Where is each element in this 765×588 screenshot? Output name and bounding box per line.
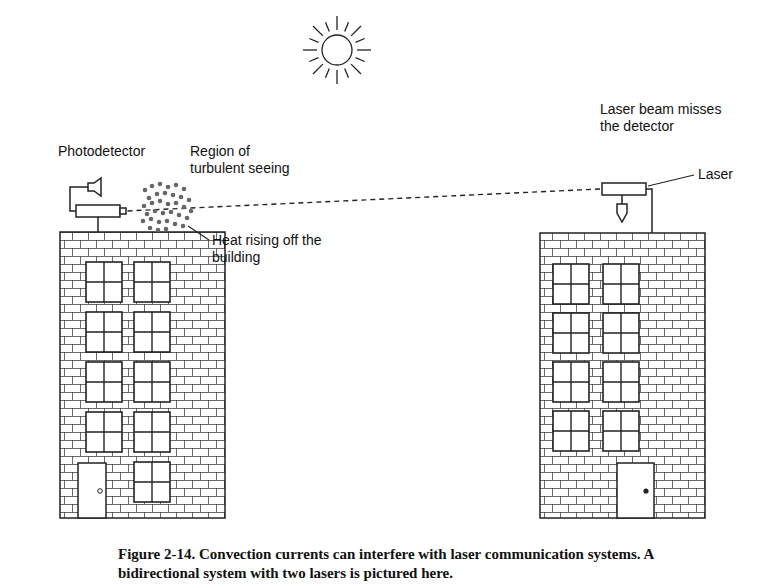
leader-line <box>188 226 209 240</box>
detector-wire <box>70 187 88 211</box>
window <box>134 362 170 402</box>
laser-nozzle <box>120 208 126 214</box>
window <box>134 262 170 302</box>
window <box>603 264 639 304</box>
window <box>603 362 639 402</box>
laser-body <box>602 183 646 195</box>
laser-mount <box>97 217 99 232</box>
door-knob <box>643 488 648 493</box>
laser-beam <box>126 189 600 211</box>
window <box>86 362 122 402</box>
window <box>553 313 589 353</box>
window <box>134 312 170 352</box>
left-building <box>60 232 225 518</box>
window <box>134 462 170 502</box>
window <box>86 312 122 352</box>
brick-wall <box>60 232 225 518</box>
window <box>553 362 589 402</box>
region-label: Region of turbulent seeing <box>190 143 302 177</box>
component-label: Laser <box>698 166 733 183</box>
window <box>603 313 639 353</box>
leader-line <box>648 175 694 186</box>
window <box>553 411 589 451</box>
window <box>134 412 170 452</box>
window <box>553 264 589 304</box>
sun <box>303 16 371 84</box>
window <box>86 262 122 302</box>
annotation-label: Laser beam misses the detector <box>600 101 732 135</box>
door <box>78 463 106 518</box>
right-building <box>540 233 705 518</box>
component-label: Photodetector <box>58 143 145 160</box>
window <box>603 411 639 451</box>
annotation-label: Heat rising off the building <box>212 232 324 266</box>
door-knob <box>98 489 103 494</box>
laser-mount <box>646 189 652 233</box>
door <box>617 463 654 518</box>
photodetector-symbol <box>88 178 101 196</box>
detector-mount <box>621 195 623 204</box>
turbulence-dots <box>141 182 194 233</box>
photodetector-symbol <box>617 204 627 222</box>
left-roof-equipment <box>70 178 126 232</box>
laser-body <box>76 205 120 217</box>
figure-caption: Figure 2-14. Convection currents can int… <box>118 545 718 583</box>
sun-disc <box>322 35 352 65</box>
window <box>86 412 122 452</box>
right-roof-equipment <box>602 183 652 233</box>
brick-wall <box>540 233 705 518</box>
